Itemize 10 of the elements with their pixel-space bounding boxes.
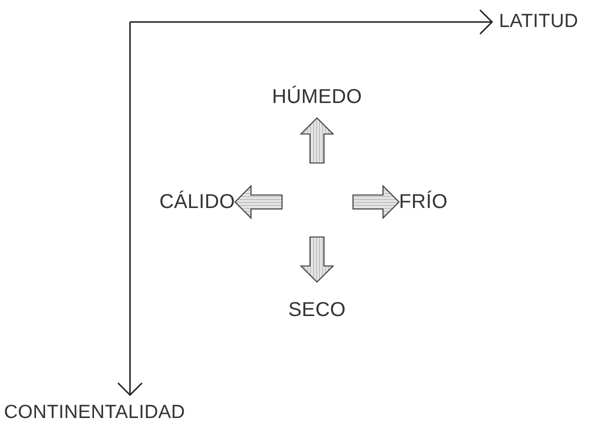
axis-label: LATITUD [499,11,578,33]
climate-label: FRÍO [399,190,448,214]
climate-label: HÚMEDO [272,85,362,109]
block-arrow [300,236,334,283]
axis-label: CONTINENTALIDAD [4,402,186,424]
block-arrow [352,184,400,220]
block-arrow [234,184,283,220]
block-arrow [300,117,334,164]
climate-label: CÁLIDO [159,190,235,214]
climate-label: SECO [288,298,346,322]
